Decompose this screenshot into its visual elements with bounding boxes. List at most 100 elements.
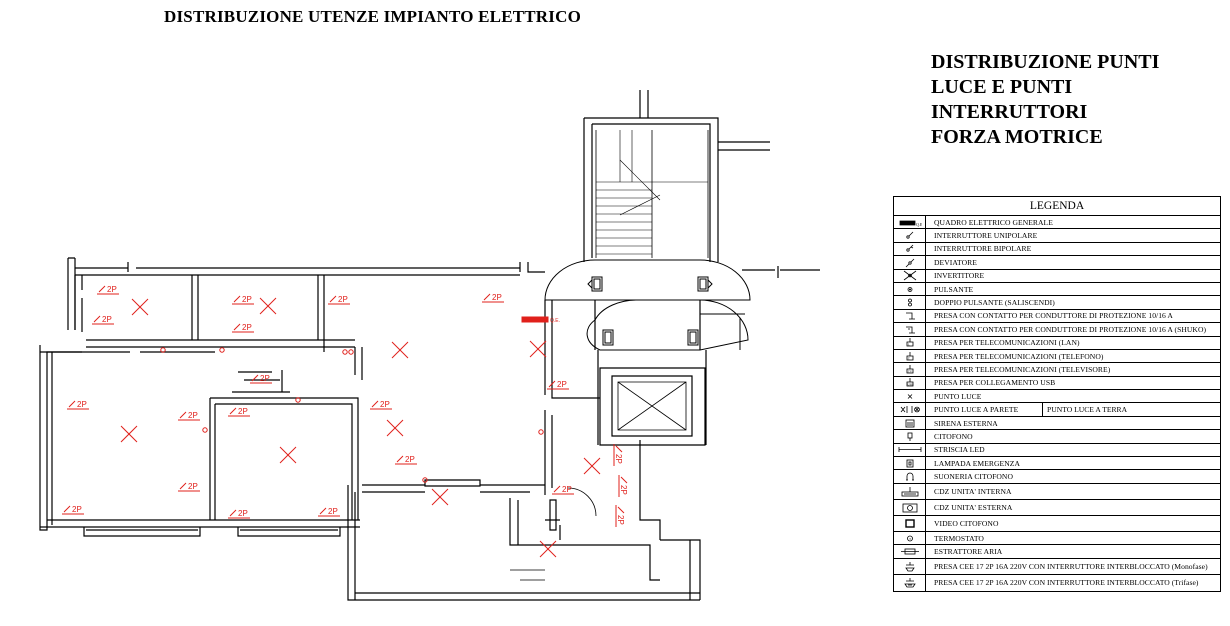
legend-label: PRESA CEE 17 2P 16A 220V CON INTERRUTTOR… bbox=[934, 561, 1208, 571]
switch-tag-label: 2P bbox=[102, 315, 112, 324]
cee-socket-mono-icon bbox=[894, 558, 926, 574]
legend-row: STRISCIA LED bbox=[894, 443, 1220, 458]
legend-label: ESTRATTORE ARIA bbox=[934, 546, 1003, 556]
legend-row: CDZ UNITA' ESTERNA bbox=[894, 499, 1220, 516]
legend-row: INVERTITORE bbox=[894, 269, 1220, 283]
internal-unit-icon bbox=[894, 483, 926, 499]
legend-label: QUADRO ELETTRICO GENERALE bbox=[934, 217, 1053, 227]
switch-tag-label: 2P bbox=[492, 293, 502, 302]
lan-socket-icon: L bbox=[894, 336, 926, 349]
switch-tag-label: 2P bbox=[188, 411, 198, 420]
switch-icon bbox=[295, 397, 301, 403]
svg-text:T: T bbox=[908, 356, 910, 360]
switch-tag-label: 2P bbox=[338, 295, 348, 304]
light-point-icon bbox=[259, 297, 277, 315]
legend-label: SUONERIA CITOFONO bbox=[934, 472, 1013, 482]
page-title: DISTRIBUZIONE UTENZE IMPIANTO ELETTRICO bbox=[164, 7, 582, 26]
wall-light-icon bbox=[894, 403, 926, 416]
legend-label: PRESA CEE 17 2P 16A 220V CON INTERRUTTOR… bbox=[934, 578, 1199, 588]
intercom-bell-icon bbox=[894, 470, 926, 483]
switch-tag: 2P bbox=[547, 380, 569, 390]
emergency-lamp-icon bbox=[894, 457, 926, 470]
schuko-socket-icon bbox=[894, 323, 926, 336]
legend-label: PULSANTE bbox=[934, 284, 974, 294]
light-point-icon bbox=[583, 457, 601, 475]
legend-rows: Q.E. QUADRO ELETTRICO GENERALE INTERRUTTOR… bbox=[894, 216, 1220, 591]
switch-icon bbox=[219, 347, 225, 353]
legend-label: DEVIATORE bbox=[934, 257, 977, 267]
section-title-line: INTERRUTTORI bbox=[931, 101, 1088, 123]
light-point-icon bbox=[529, 340, 547, 358]
legend-row: Q.E. QUADRO ELETTRICO GENERALE bbox=[894, 216, 1220, 230]
legend-row: INTERRUTTORE UNIPOLARE bbox=[894, 229, 1220, 243]
switch-tag: 2P bbox=[67, 400, 89, 410]
legend-label: PRESA CON CONTATTO PER CONDUTTORE DI PRO… bbox=[934, 311, 1173, 321]
switch-tag: 2P bbox=[92, 315, 114, 325]
phone-socket-icon: T bbox=[894, 349, 926, 363]
legend-label: PRESA CON CONTATTO PER CONDUTTORE DI PRO… bbox=[934, 324, 1207, 334]
walls bbox=[39, 90, 820, 601]
legend-row: PRESA CON CONTATTO PER CONDUTTORE DI PRO… bbox=[894, 309, 1220, 324]
svg-text:USB: USB bbox=[907, 383, 913, 387]
light-point-icon bbox=[539, 540, 557, 558]
switch-tag: 2P bbox=[232, 323, 254, 333]
svg-text:T: T bbox=[909, 537, 912, 541]
light-point-icon bbox=[120, 425, 138, 443]
switch-tag-label: 2P bbox=[107, 285, 117, 294]
legend-label: VIDEO CITOFONO bbox=[934, 518, 999, 528]
switch-tag-label: 2P bbox=[242, 295, 252, 304]
switch-tag: 2P bbox=[178, 411, 200, 421]
legend-label: DOPPIO PULSANTE (SALISCENDI) bbox=[934, 298, 1055, 308]
switch-tag-label: 2P bbox=[238, 407, 248, 416]
siren-icon bbox=[894, 416, 926, 430]
legend-label: CDZ UNITA' ESTERNA bbox=[934, 502, 1013, 512]
legend-label: PRESA PER TELECOMUNICAZIONI (TELEFONO) bbox=[934, 351, 1104, 361]
cee-socket-tri-icon bbox=[894, 574, 926, 591]
tv-socket-icon: TV bbox=[894, 363, 926, 376]
legend-row: DEVIATORE bbox=[894, 256, 1220, 270]
switch-tag: 2P bbox=[618, 475, 628, 497]
switch-tag: 2P bbox=[318, 507, 340, 517]
panel-marker: Q.E. bbox=[521, 316, 560, 324]
light-point-icon bbox=[894, 390, 926, 403]
switch-tag: 2P bbox=[615, 505, 625, 527]
legend-label: STRISCIA LED bbox=[934, 445, 985, 455]
external-unit-icon bbox=[894, 499, 926, 515]
legend-row: VIDEO CITOFONO bbox=[894, 515, 1220, 532]
extractor-icon bbox=[894, 545, 926, 558]
switch-tag: 2P bbox=[482, 293, 504, 303]
switch-tag-label: 2P bbox=[562, 485, 572, 494]
switch-tag: 2P bbox=[178, 482, 200, 492]
panel-icon: Q.E. bbox=[894, 216, 926, 229]
light-point-icon bbox=[386, 419, 404, 437]
legend-row: PRESA CON CONTATTO PER CONDUTTORE DI PRO… bbox=[894, 323, 1220, 337]
switch-tag: 2P bbox=[97, 285, 119, 295]
legend-table: LEGENDA Q.E.QUADRO ELETTRICO GENERALEINT… bbox=[893, 196, 1221, 592]
legend-label: INTERRUTTORE BIPOLARE bbox=[934, 244, 1032, 254]
legend-row: SUONERIA CITOFONO bbox=[894, 470, 1220, 484]
led-strip-icon bbox=[894, 443, 926, 457]
legend-label: CITOFONO bbox=[934, 431, 973, 441]
landing-doors bbox=[587, 276, 713, 346]
legend-label: PUNTO LUCE A TERRA bbox=[1042, 403, 1127, 416]
switch-tag-label: 2P bbox=[188, 482, 198, 491]
switch-tag-label: 2P bbox=[614, 454, 623, 464]
push-button-icon bbox=[894, 282, 926, 296]
legend-row: T PRESA PER TELECOMUNICAZIONI (TELEFONO) bbox=[894, 349, 1220, 364]
legend-label: PUNTO LUCE bbox=[934, 391, 982, 401]
light-point-icon bbox=[391, 341, 409, 359]
section-title-line: FORZA MOTRICE bbox=[931, 126, 1103, 148]
switch-tag: 2P bbox=[228, 407, 250, 417]
switch-icon bbox=[160, 347, 166, 353]
light-point-icon bbox=[131, 298, 149, 316]
switch-tag-label: 2P bbox=[616, 515, 625, 525]
switch-tag: 2P bbox=[250, 374, 272, 384]
usb-socket-icon: USB bbox=[894, 376, 926, 390]
legend-label: PUNTO LUCE A PARETE bbox=[934, 405, 1019, 415]
switch-tag-label: 2P bbox=[619, 485, 628, 495]
intercom-icon bbox=[894, 430, 926, 443]
switch-icon bbox=[202, 427, 208, 433]
